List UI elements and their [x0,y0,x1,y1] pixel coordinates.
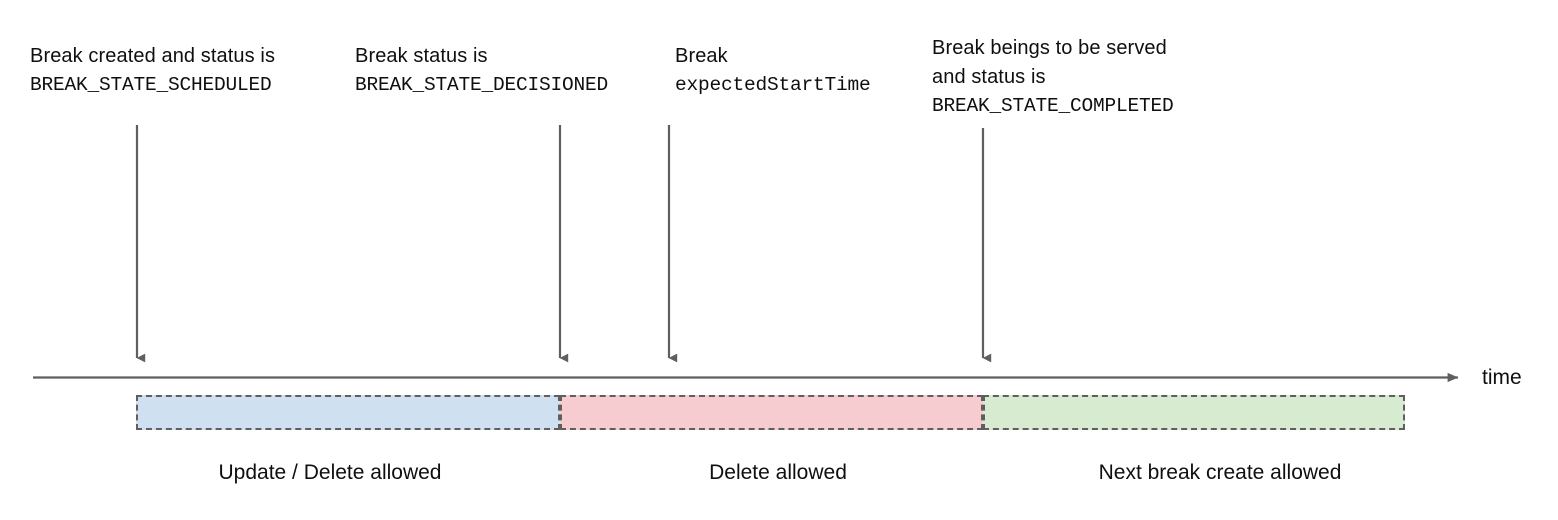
event-marker-arrows [135,125,992,363]
annotation-decisioned-line2: BREAK_STATE_DECISIONED [355,74,609,96]
annotation-completed-line2: and status is [932,66,1046,88]
annotation-scheduled-line1: Break created and status is [30,45,276,67]
annotation-scheduled: Break created and status is BREAK_STATE_… [30,42,275,100]
annotation-completed: Break beings to be served and status is … [932,34,1174,121]
phase-label-delete: Delete allowed [709,461,847,484]
phase-bar-update-delete [136,395,560,430]
annotation-scheduled-line2: BREAK_STATE_SCHEDULED [30,74,272,96]
phase-bar-next-break-create [983,395,1405,430]
annotation-expected-start-time-line1: Break [675,45,728,67]
time-axis-label: time [1482,366,1522,389]
phase-label-update-delete: Update / Delete allowed [218,461,442,484]
annotation-completed-line3: BREAK_STATE_COMPLETED [932,95,1174,117]
annotation-expected-start-time-line2: expectedStartTime [675,74,871,96]
annotation-expected-start-time: Break expectedStartTime [675,42,871,100]
annotation-decisioned: Break status is BREAK_STATE_DECISIONED [355,42,608,100]
annotation-completed-line1: Break beings to be served [932,37,1167,59]
annotation-decisioned-line1: Break status is [355,45,488,67]
phase-label-next-break-create: Next break create allowed [1098,461,1342,484]
phase-bar-delete [560,395,983,430]
